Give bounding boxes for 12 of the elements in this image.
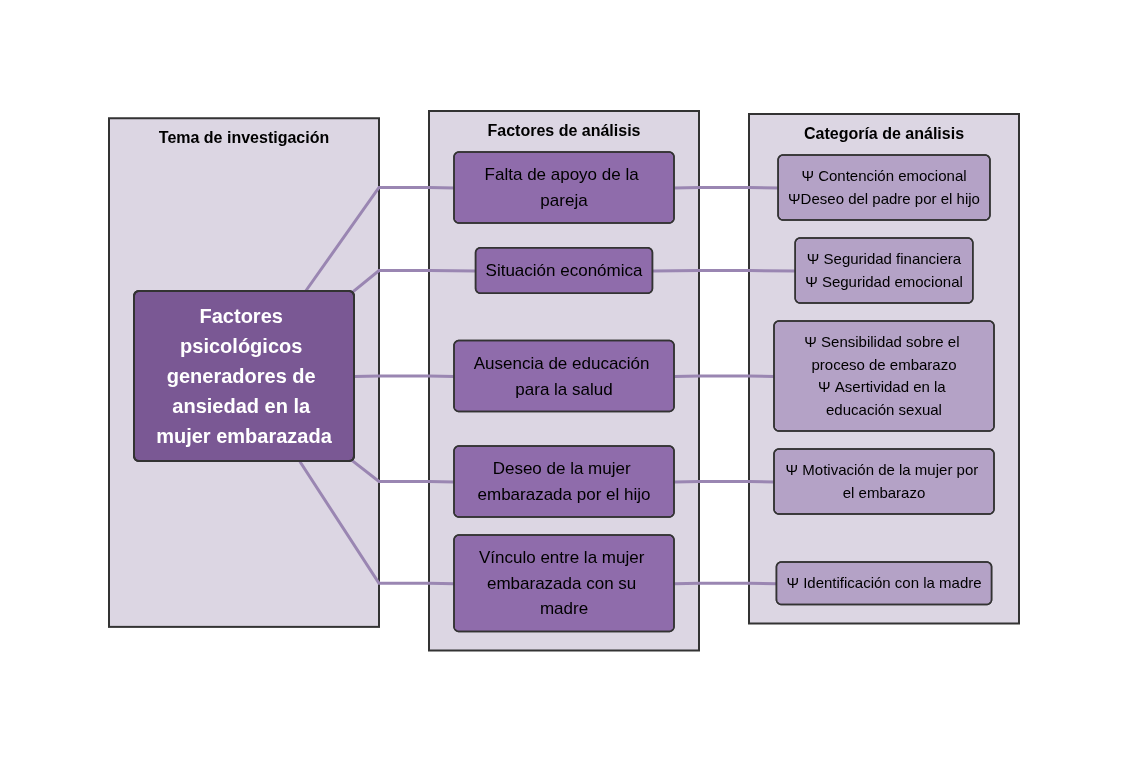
process-box: Ψ Seguridad financiera Ψ Seguridad emocional xyxy=(793,237,974,304)
process-box: Falta de apoyo de la pareja xyxy=(452,151,675,224)
connector-line xyxy=(350,268,476,294)
process-box: Ausencia de educación para la salud xyxy=(452,339,675,412)
process-box: Situación económica xyxy=(474,246,653,294)
process-box: Ψ Identificación con la madre xyxy=(775,561,992,605)
process-box: Ψ Motivación de la mujer por el embarazo xyxy=(772,448,995,515)
process-box: Factores psicológicos generadores de ansiedad en la mujer embarazada xyxy=(132,289,355,462)
process-box: Ψ Contención emocional ΨDeseo del padre por el hijo xyxy=(776,154,991,221)
process-box: Deseo de la mujer embarazada por el hijo xyxy=(452,445,675,518)
process-box: Vínculo entre la mujer embarazada con su madre xyxy=(452,534,675,632)
process-box: Ψ Sensibilidad sobre el proceso de embarazo Ψ Asertividad en la educación sexual xyxy=(772,320,995,432)
